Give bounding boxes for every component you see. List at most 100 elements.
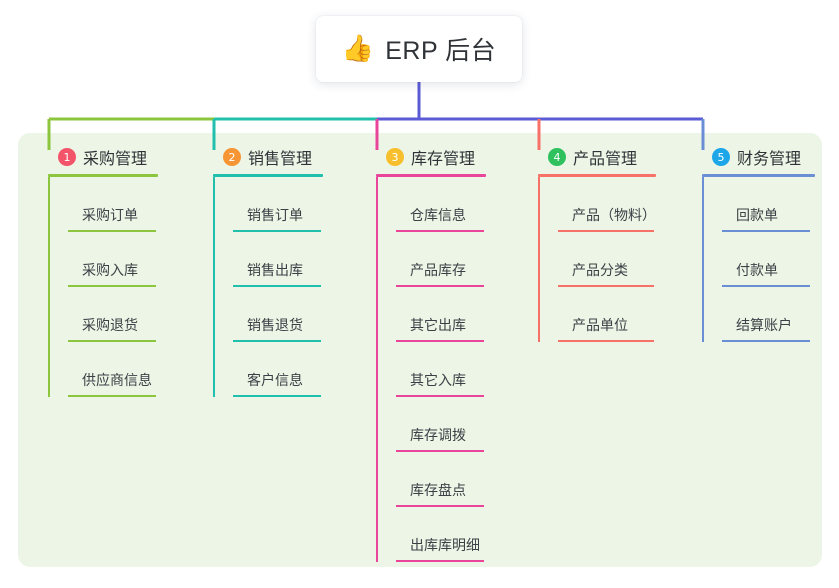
leaf-item-underline xyxy=(558,285,654,287)
category-header-1[interactable]: 1 采购管理 xyxy=(38,146,188,168)
leaf-item-underline xyxy=(396,560,484,562)
leaf-item-label: 采购订单 xyxy=(82,207,138,223)
vertical-connector-rail xyxy=(538,177,540,342)
leaf-item[interactable]: 出库库明细 xyxy=(386,507,516,562)
leaf-item-underline xyxy=(396,340,484,342)
category-underline xyxy=(48,174,158,177)
leaf-item-underline xyxy=(396,230,484,232)
leaf-item[interactable]: 销售退货 xyxy=(223,287,353,342)
leaf-item-list: 产品（物料） 产品分类产品单位 xyxy=(528,177,688,342)
leaf-item-label: 库存盘点 xyxy=(410,482,466,498)
category-number-badge: 2 xyxy=(223,148,241,166)
category-title: 采购管理 xyxy=(83,151,148,168)
category-column-1: 1 采购管理采购订单采购入库采购退货供应商信息 xyxy=(38,146,188,397)
leaf-item-label: 结算账户 xyxy=(736,317,792,333)
leaf-item-label: 客户信息 xyxy=(247,372,303,388)
leaf-item-label: 其它出库 xyxy=(410,317,466,333)
leaf-item[interactable]: 采购入库 xyxy=(58,232,188,287)
leaf-item-underline xyxy=(233,340,321,342)
category-title: 财务管理 xyxy=(737,151,802,168)
leaf-item-underline xyxy=(396,285,484,287)
leaf-item-label: 付款单 xyxy=(736,262,778,278)
leaf-item-list: 仓库信息产品库存其它出库其它入库库存调拨库存盘点出库库明细 xyxy=(366,177,516,562)
category-header-3[interactable]: 3 库存管理 xyxy=(366,146,516,168)
leaf-item-label: 库存调拨 xyxy=(410,427,466,443)
category-number-badge: 1 xyxy=(58,148,76,166)
leaf-item[interactable]: 产品分类 xyxy=(548,232,688,287)
leaf-item[interactable]: 结算账户 xyxy=(712,287,822,342)
category-column-4: 4 产品管理产品（物料） 产品分类产品单位 xyxy=(528,146,688,342)
leaf-item-label: 仓库信息 xyxy=(410,207,466,223)
vertical-connector-rail xyxy=(702,177,704,342)
category-underline xyxy=(376,174,486,177)
leaf-item[interactable]: 付款单 xyxy=(712,232,822,287)
leaf-item-underline xyxy=(722,285,810,287)
leaf-item[interactable]: 销售出库 xyxy=(223,232,353,287)
leaf-item-label: 销售订单 xyxy=(247,207,303,223)
leaf-item[interactable]: 产品单位 xyxy=(548,287,688,342)
root-node-erp-backend[interactable]: 👍 ERP 后台 xyxy=(316,16,522,82)
leaf-item-label: 出库库明细 xyxy=(410,537,480,553)
leaf-item-label: 采购退货 xyxy=(82,317,138,333)
leaf-item[interactable]: 产品库存 xyxy=(386,232,516,287)
leaf-item[interactable]: 仓库信息 xyxy=(386,177,516,232)
category-header-4[interactable]: 4 产品管理 xyxy=(528,146,688,168)
category-title: 库存管理 xyxy=(411,151,476,168)
leaf-item[interactable]: 采购退货 xyxy=(58,287,188,342)
vertical-connector-rail xyxy=(376,177,378,562)
leaf-item[interactable]: 其它入库 xyxy=(386,342,516,397)
category-header-2[interactable]: 2 销售管理 xyxy=(203,146,353,168)
leaf-item-label: 销售出库 xyxy=(247,262,303,278)
category-number-badge: 5 xyxy=(712,148,730,166)
leaf-item[interactable]: 回款单 xyxy=(712,177,822,232)
leaf-item[interactable]: 客户信息 xyxy=(223,342,353,397)
root-node-label: ERP 后台 xyxy=(385,37,497,65)
leaf-item-list: 销售订单销售出库销售退货客户信息 xyxy=(203,177,353,397)
leaf-item-list: 采购订单采购入库采购退货供应商信息 xyxy=(38,177,188,397)
leaf-item[interactable]: 销售订单 xyxy=(223,177,353,232)
leaf-item-underline xyxy=(396,395,484,397)
leaf-item[interactable]: 其它出库 xyxy=(386,287,516,342)
leaf-item-label: 其它入库 xyxy=(410,372,466,388)
leaf-item[interactable]: 采购订单 xyxy=(58,177,188,232)
leaf-item-label: 采购入库 xyxy=(82,262,138,278)
leaf-item-underline xyxy=(233,230,321,232)
category-column-2: 2 销售管理销售订单销售出库销售退货客户信息 xyxy=(203,146,353,397)
category-header-5[interactable]: 5 财务管理 xyxy=(692,146,822,168)
category-column-5: 5 财务管理回款单付款单结算账户 xyxy=(692,146,822,342)
category-title: 销售管理 xyxy=(248,151,313,168)
vertical-connector-rail xyxy=(213,177,215,397)
thumbs-up-icon: 👍 xyxy=(341,34,375,64)
leaf-item-label: 回款单 xyxy=(736,207,778,223)
category-title: 产品管理 xyxy=(573,151,638,168)
leaf-item[interactable]: 库存调拨 xyxy=(386,397,516,452)
leaf-item-underline xyxy=(558,340,654,342)
category-number-badge: 4 xyxy=(548,148,566,166)
vertical-connector-rail xyxy=(48,177,50,397)
leaf-item-underline xyxy=(558,230,654,232)
leaf-item-underline xyxy=(68,285,156,287)
leaf-item[interactable]: 库存盘点 xyxy=(386,452,516,507)
leaf-item-underline xyxy=(68,395,156,397)
leaf-item-label: 产品库存 xyxy=(410,262,466,278)
leaf-item-underline xyxy=(233,285,321,287)
leaf-item-underline xyxy=(68,340,156,342)
leaf-item-underline xyxy=(68,230,156,232)
leaf-item-underline xyxy=(722,230,810,232)
leaf-item-underline xyxy=(233,395,321,397)
leaf-item[interactable]: 供应商信息 xyxy=(58,342,188,397)
category-number-badge: 3 xyxy=(386,148,404,166)
category-underline xyxy=(538,174,656,177)
diagram-panel-background xyxy=(18,133,822,567)
leaf-item-label: 供应商信息 xyxy=(82,372,152,388)
category-underline xyxy=(213,174,323,177)
leaf-item[interactable]: 产品（物料） xyxy=(548,177,688,232)
leaf-item-label: 产品单位 xyxy=(572,317,628,333)
leaf-item-label: 产品（物料） xyxy=(572,207,656,223)
leaf-item-underline xyxy=(396,450,484,452)
category-column-3: 3 库存管理仓库信息产品库存其它出库其它入库库存调拨库存盘点出库库明细 xyxy=(366,146,516,562)
leaf-item-label: 产品分类 xyxy=(572,262,628,278)
leaf-item-list: 回款单付款单结算账户 xyxy=(692,177,822,342)
